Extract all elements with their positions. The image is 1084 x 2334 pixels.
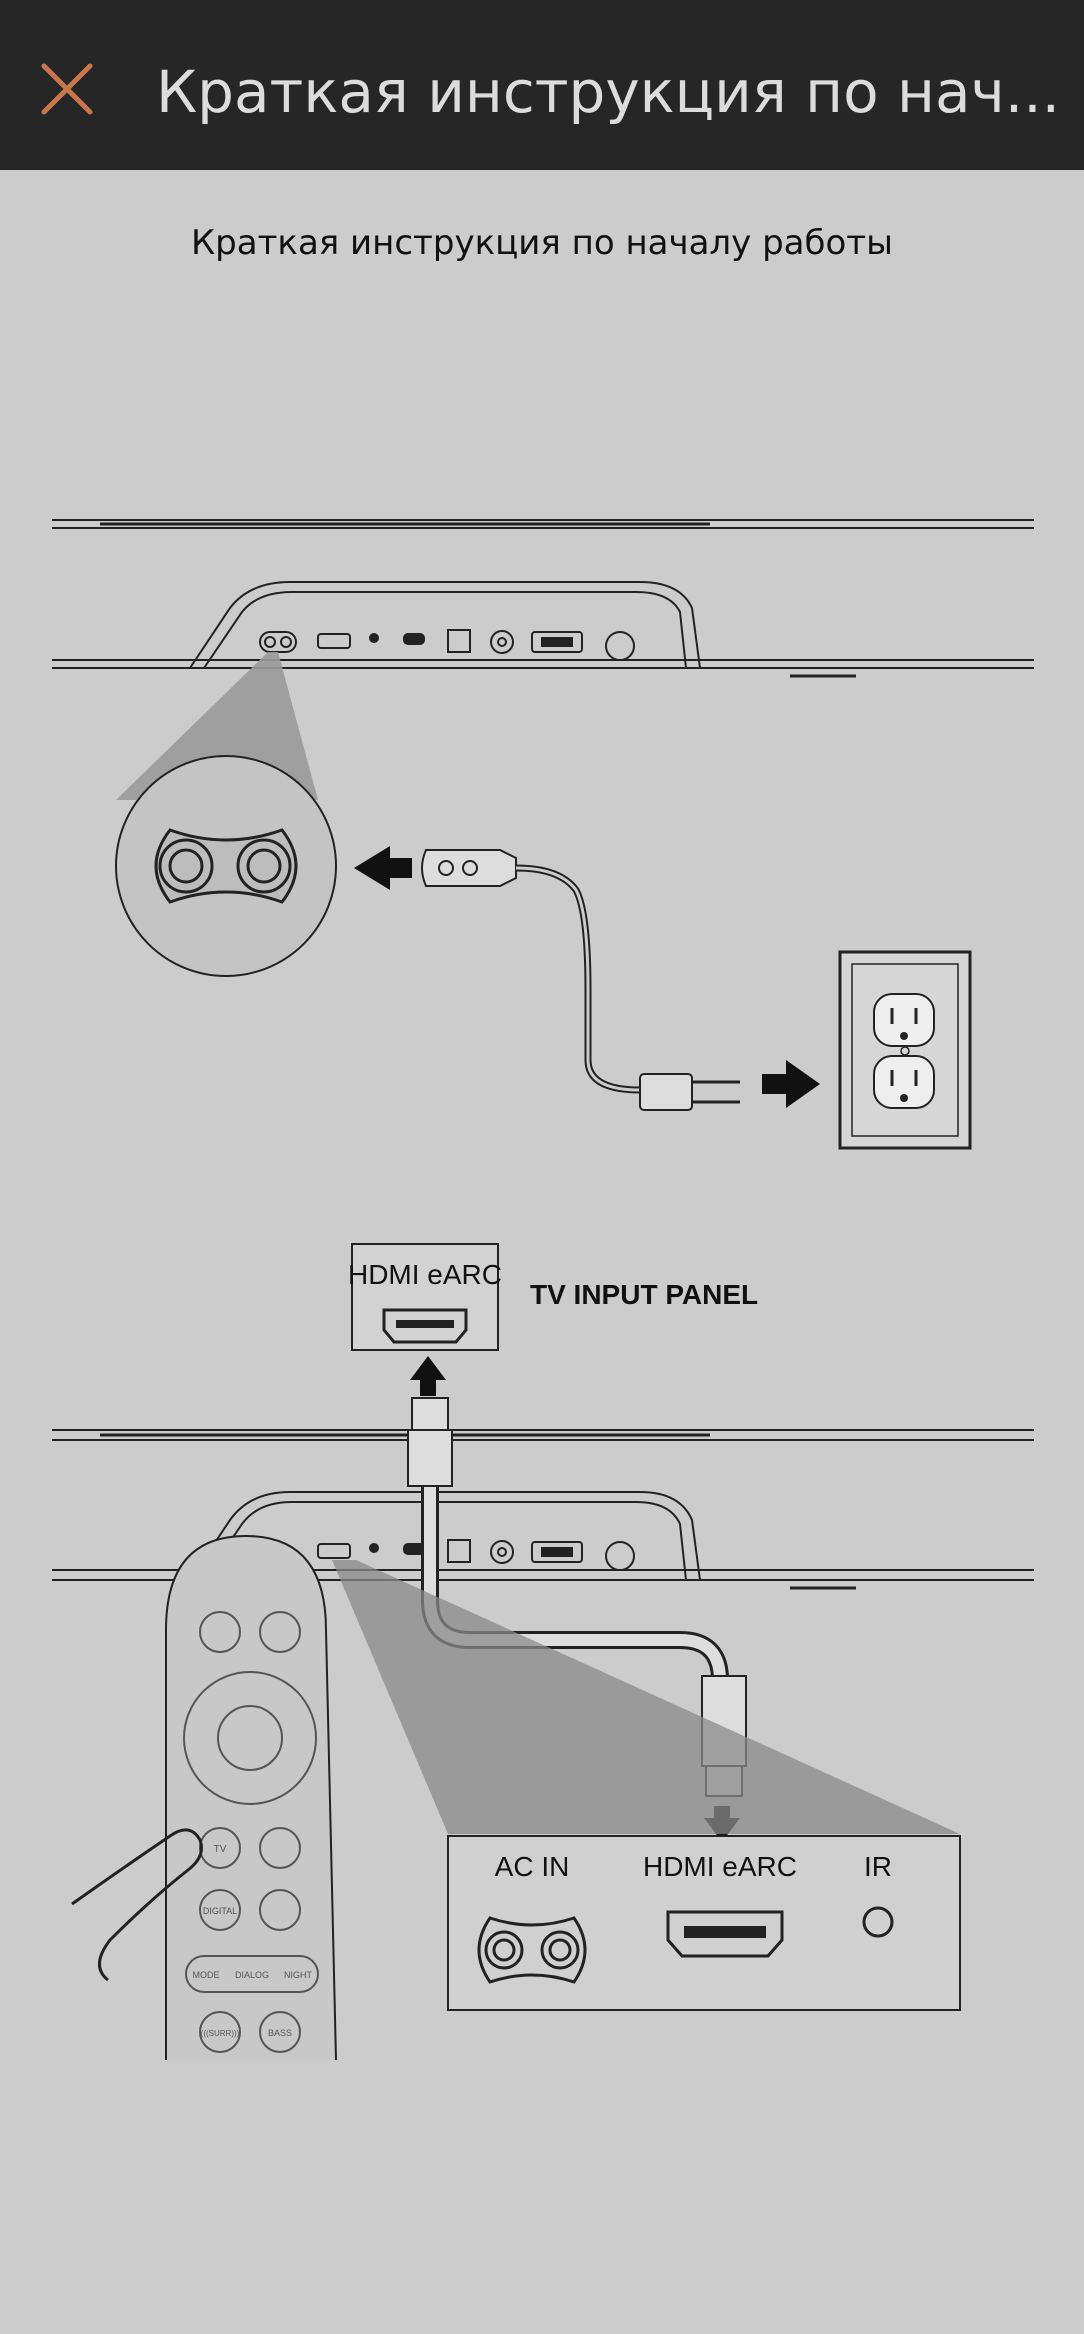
close-icon [41,63,93,115]
zoom-cone-top [116,652,318,800]
remote-surround-label: (((SURR))) [201,2029,240,2038]
finger-icon [71,1828,203,1982]
remote-tv-label: TV [214,1844,227,1855]
remote-night-label: NIGHT [284,1970,313,1980]
hdmi-earc-label: HDMI eARC [643,1851,797,1882]
arrow-right-icon [762,1060,820,1108]
tv-port-label: HDMI eARC [348,1259,502,1290]
remote-dialog-label: DIALOG [235,1970,269,1980]
ac-socket-zoom [115,755,337,977]
close-button[interactable] [38,60,96,118]
ir-label: IR [864,1851,892,1882]
remote-bass-label: BASS [268,2028,292,2038]
remote-digital-label: DIGITAL [203,1906,237,1916]
remote-control: TV DIGITAL MODE DIALOG NIGHT (((SURR))) … [165,1534,337,2061]
tv-hdmi-port-box: HDMI eARC [348,1243,502,1351]
zoom-cone-bottom [332,1560,960,1834]
power-cord [421,849,740,1111]
app-bar-title: Краткая инструкция по нач... [156,58,1061,126]
soundbar-ports-top [259,629,635,661]
ac-in-label: AC IN [495,1851,570,1882]
arrow-left-icon [354,846,412,890]
document-title: Краткая инструкция по началу работы [191,223,893,263]
soundbar-rear-view-top [52,519,1034,678]
top-app-bar: Краткая инструкция по нач... [0,0,1084,170]
soundbar-input-panel: AC IN HDMI eARC IR [447,1835,961,2011]
arrow-up-icon [410,1356,446,1396]
remote-mode-label: MODE [193,1970,220,1980]
tv-input-panel-label: TV INPUT PANEL [530,1279,758,1310]
wall-outlet [838,950,972,1150]
